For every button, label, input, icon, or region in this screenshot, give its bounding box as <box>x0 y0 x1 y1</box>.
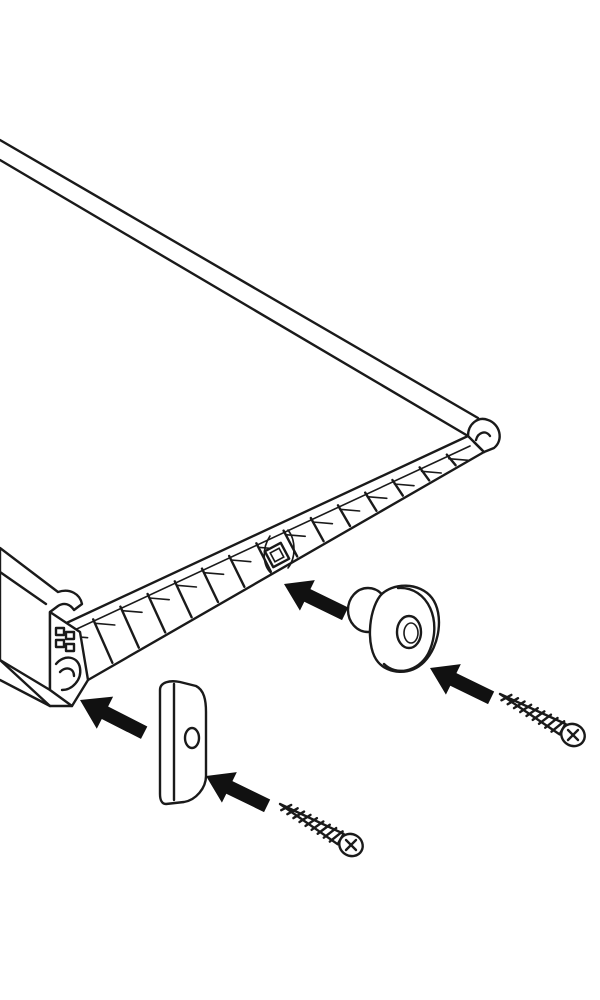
cell-wall <box>227 554 246 588</box>
rail-body <box>0 546 84 692</box>
screw-icon <box>278 802 364 858</box>
cell-diagonal <box>148 597 170 601</box>
panel-front-top-edge <box>58 434 470 628</box>
cell-wall <box>173 580 193 619</box>
panel-inner-edge <box>0 158 470 438</box>
cell-diagonal <box>121 609 143 614</box>
panel-back-edge <box>0 138 480 420</box>
cell-diagonal <box>311 521 334 525</box>
arrow-icon <box>430 664 495 705</box>
cell-diagonal <box>447 457 470 462</box>
screw-icon <box>498 692 586 748</box>
cell-wall <box>336 504 352 528</box>
cell-wall <box>472 440 484 452</box>
cell-wall <box>200 567 220 604</box>
end-cap <box>158 680 208 806</box>
arrow-icon <box>80 696 148 739</box>
cell-diagonal <box>230 559 252 563</box>
cell-wall <box>119 605 141 649</box>
cell-diagonal <box>284 533 307 538</box>
cell-wall <box>364 491 378 512</box>
round-spacer <box>346 584 441 673</box>
cell-diagonal <box>366 495 388 500</box>
side-rail <box>0 546 90 708</box>
screws <box>278 692 586 858</box>
cell-diagonal <box>94 622 116 626</box>
arrow-icon <box>206 772 271 813</box>
cell-diagonal <box>203 571 225 576</box>
cell-diagonal <box>420 470 443 474</box>
cell-diagonal <box>176 584 198 588</box>
assembly-arrows <box>80 580 495 813</box>
end-cap-hole <box>183 726 201 750</box>
cell-wall <box>146 592 167 634</box>
cell-wall <box>91 618 114 664</box>
cell-diagonal <box>339 508 361 512</box>
panel-lip <box>466 417 501 454</box>
cell-diagonal <box>393 483 415 487</box>
insert-socket <box>263 529 295 575</box>
panel-front-bottom-edge <box>86 450 486 682</box>
arrow-icon <box>284 580 349 621</box>
cell-wall <box>391 478 404 497</box>
